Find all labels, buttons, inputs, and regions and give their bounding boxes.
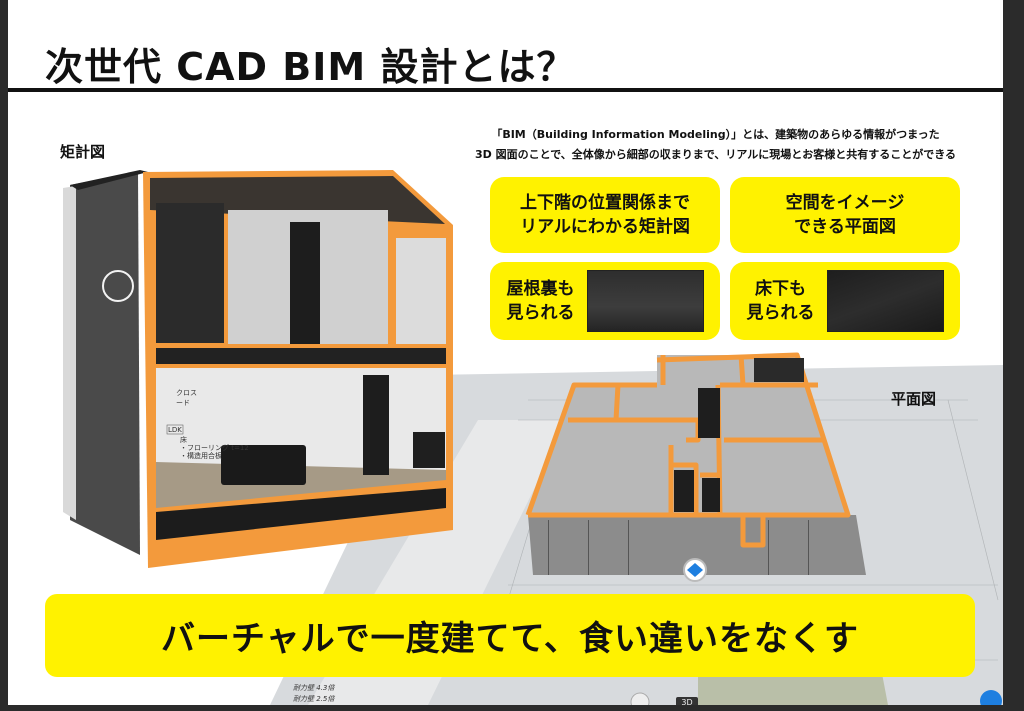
plan-walls (525, 352, 851, 548)
attic-thumbnail (586, 270, 704, 332)
feature-text: 上下階の位置関係まで リアルにわかる矩計図 (520, 193, 690, 237)
bim-intro: 「BIM（Building Information Modeling）」とは、建… (438, 125, 993, 165)
feature-text: 空間をイメージ できる平面図 (785, 193, 905, 237)
annotation-flooring: ・フローリング t=12 (180, 443, 249, 452)
plan-stair-core (698, 388, 720, 438)
annotation-ldk: LDK (168, 426, 182, 434)
room-upper-right (396, 238, 446, 344)
cabinet (413, 432, 445, 468)
orbit-handle (102, 270, 134, 302)
feature-text: 床下も 見られる (746, 279, 815, 323)
plan-drawing-label: 平面図 (891, 390, 937, 408)
plan-front-wall (528, 515, 866, 575)
feature-underfloor-view: 床下も 見られる (730, 262, 960, 340)
foundation (156, 488, 446, 540)
compass-small-icon (630, 692, 650, 705)
annotation-cross: クロス (176, 389, 197, 397)
section-side-wall (70, 172, 140, 555)
intro-line-2: 3D 図面のことで、全体像から細部の収まりまで、リアルに現場とお客様と共有するこ… (474, 148, 957, 161)
underfloor-thumbnail (826, 270, 944, 332)
sofa (221, 445, 306, 485)
plan-closet (674, 470, 694, 512)
plan-dark-room (754, 358, 804, 382)
page-title: 次世代 CAD BIM 設計とは？ (45, 45, 576, 89)
plan-note-wall-2-5: 耐力壁 2.5倍 (293, 695, 335, 703)
section-roof-cap (70, 170, 148, 190)
upper-column (290, 222, 320, 344)
feature-attic-view: 屋根裏も 見られる (490, 262, 720, 340)
feature-section-drawing: 上下階の位置関係まで リアルにわかる矩計図 (490, 177, 720, 253)
annotation-floor: 床 (180, 435, 187, 444)
intro-line-1: 「BIM（Building Information Modeling）」とは、建… (491, 128, 940, 141)
lower-column (363, 375, 389, 475)
slide: クロス ード LDK 床 ・フローリング t=12 ・構造用合板 次世代 CAD… (8, 0, 1003, 705)
room-upper-left (156, 203, 224, 343)
feature-text: 屋根裏も 見られる (506, 279, 575, 323)
view-3d-badge[interactable]: 3D (676, 697, 698, 705)
section-drawing-label: 矩計図 (60, 143, 106, 161)
feature-plan-drawing: 空間をイメージ できる平面図 (730, 177, 960, 253)
upper-floor-slab (156, 348, 446, 364)
view-direction-icon (687, 563, 703, 577)
section-side-trim (63, 186, 76, 520)
plan-note-wall-4-3: 耐力壁 4.3倍 (293, 684, 335, 692)
plan-closet (702, 478, 720, 512)
tagline-banner: バーチャルで一度建てて、食い違いをなくす (45, 594, 975, 677)
plan-front-wall-ribs (548, 520, 809, 575)
annotation-board: ード (176, 399, 190, 407)
annotation-plywood: ・構造用合板 (180, 451, 222, 460)
title-divider (8, 88, 1003, 92)
plan-floor (528, 355, 848, 515)
view-cube-button[interactable] (980, 690, 1002, 705)
